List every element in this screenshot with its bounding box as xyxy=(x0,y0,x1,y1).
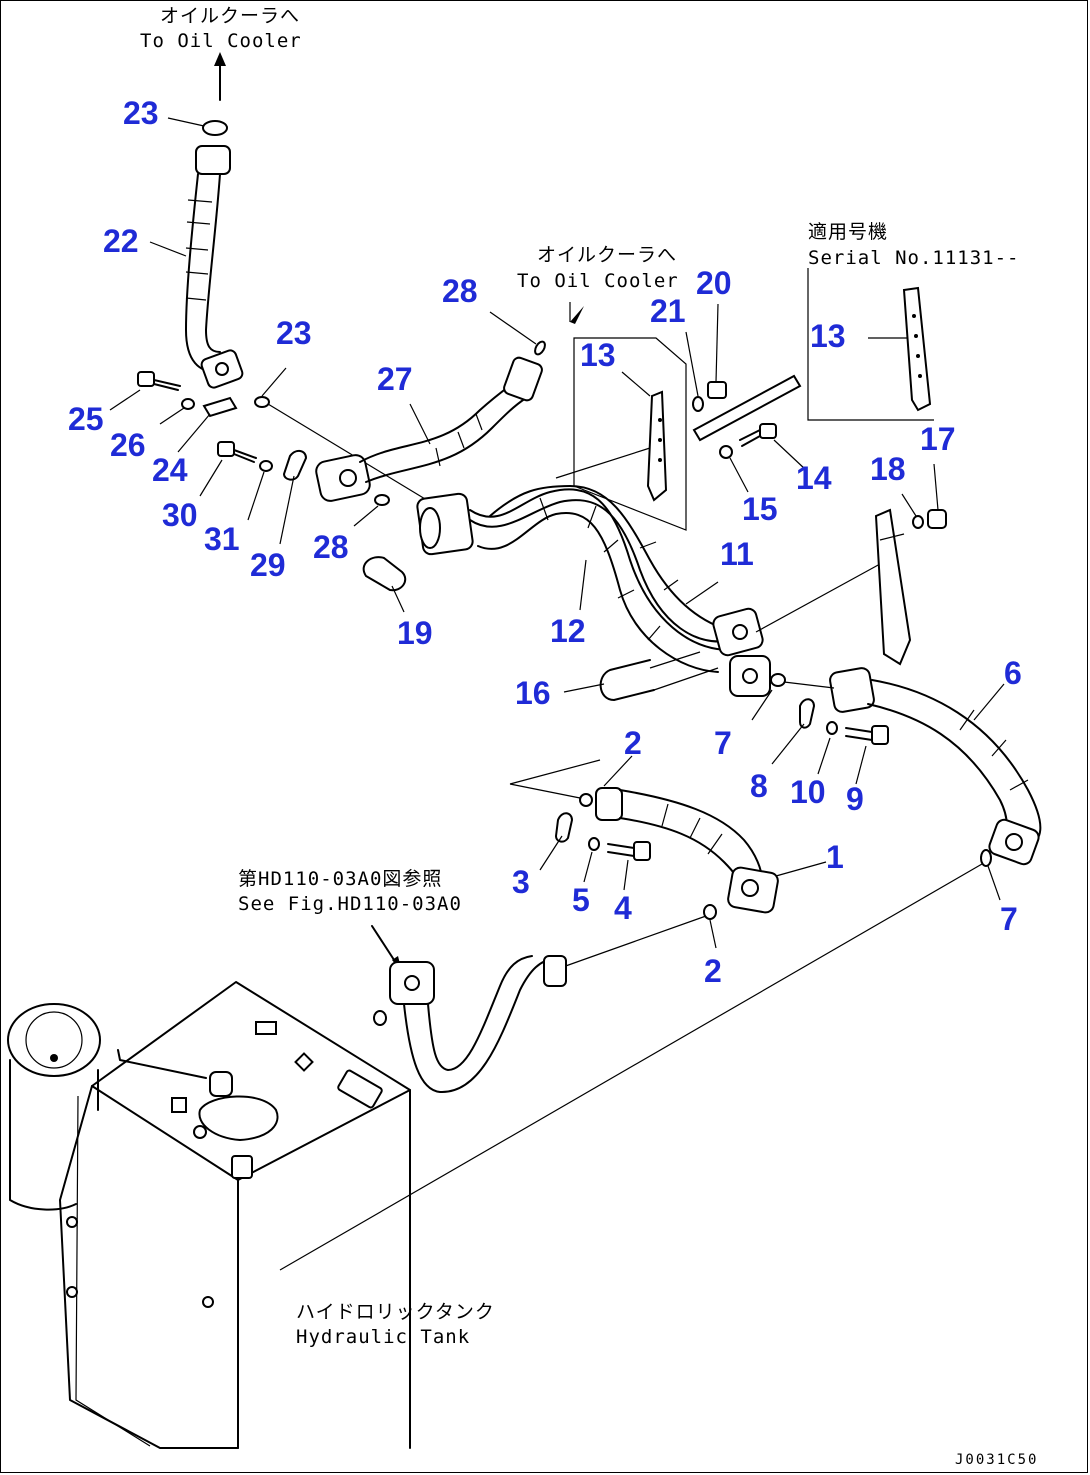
caption-see-fig-en: See Fig.HD110-03A0 xyxy=(238,893,462,915)
drawing-code: J0031C50 xyxy=(955,1452,1038,1468)
hose-1 xyxy=(595,787,779,914)
callout-28-upper: 28 xyxy=(442,273,478,309)
washer-10 xyxy=(826,721,838,735)
clamp-19 xyxy=(362,556,407,592)
serial-box xyxy=(807,268,934,421)
callout-2-upper: 2 xyxy=(624,725,642,761)
callout-25: 25 xyxy=(68,401,104,437)
callout-24: 24 xyxy=(152,452,188,488)
callout-22: 22 xyxy=(103,223,139,259)
bolt-25 xyxy=(137,371,181,391)
leader-11-bracket xyxy=(755,563,881,633)
bracket-13-serial xyxy=(902,286,932,412)
callout-7-lower: 7 xyxy=(1000,901,1018,937)
arrow-to-oil-cooler-top xyxy=(214,52,226,101)
o-ring-2-lower xyxy=(703,904,717,920)
callout-27: 27 xyxy=(377,361,413,397)
callout-26: 26 xyxy=(110,427,146,463)
hose-6 xyxy=(829,667,1042,866)
o-ring-2-upper xyxy=(579,793,593,807)
bracket-13-inset xyxy=(573,337,687,531)
caption-see-fig-jp: 第HD110-03A0図参照 xyxy=(238,868,442,890)
callout-19: 19 xyxy=(397,615,433,651)
callout-13-serial: 13 xyxy=(810,318,846,354)
callout-30: 30 xyxy=(162,497,198,533)
bolt-30 xyxy=(217,441,257,463)
callout-8: 8 xyxy=(750,768,768,804)
callout-18: 18 xyxy=(870,451,906,487)
callout-9: 9 xyxy=(846,781,864,817)
callout-2-lower: 2 xyxy=(704,953,722,989)
callout-10: 10 xyxy=(790,774,826,810)
washer-18 xyxy=(912,515,924,529)
callout-12: 12 xyxy=(550,613,586,649)
split-flange-8 xyxy=(799,698,816,729)
nut-20 xyxy=(707,381,727,399)
callout-17: 17 xyxy=(920,421,956,457)
bar-part xyxy=(692,374,802,442)
nut-17 xyxy=(927,509,947,529)
leader-2-upper xyxy=(509,759,601,785)
o-ring-tank xyxy=(373,1010,387,1026)
callout-31: 31 xyxy=(204,521,240,557)
split-flange-3 xyxy=(554,812,574,843)
arrow-to-oil-cooler-mid xyxy=(570,306,584,324)
callout-5: 5 xyxy=(572,882,590,918)
washer-26 xyxy=(181,398,195,410)
callout-3: 3 xyxy=(512,864,530,900)
callout-20: 20 xyxy=(696,265,732,301)
o-ring-28-upper xyxy=(534,340,546,356)
o-ring-23 xyxy=(254,396,270,408)
bolt-9 xyxy=(845,725,889,745)
bolt-4 xyxy=(607,841,651,861)
hydraulic-tank xyxy=(7,981,411,1449)
washer-5 xyxy=(588,837,600,851)
o-ring-7-lower xyxy=(980,849,992,867)
callout-28-lower: 28 xyxy=(313,529,349,565)
hose-11 xyxy=(489,485,771,697)
callout-16: 16 xyxy=(515,675,551,711)
caption-tank-en: Hydraulic Tank xyxy=(296,1326,470,1348)
callout-23-top: 23 xyxy=(123,95,159,131)
hose-27 xyxy=(315,356,543,502)
caption-serial-en: Serial No.11131-- xyxy=(808,247,1019,269)
callout-23-mid: 23 xyxy=(276,315,312,351)
split-flange-29 xyxy=(282,450,308,481)
caption-serial-jp: 適用号機 xyxy=(808,221,888,243)
suction-pipe xyxy=(371,925,567,1094)
callout-4: 4 xyxy=(614,890,632,926)
caption-oil-cooler-top-en: To Oil Cooler xyxy=(140,30,302,52)
washer-31 xyxy=(259,460,273,472)
bolt-14 xyxy=(739,423,777,447)
bracket-6-support xyxy=(874,508,912,666)
caption-oil-cooler-mid-en: To Oil Cooler xyxy=(517,270,679,292)
o-ring-28-lower xyxy=(374,494,390,506)
callouts: 23 22 25 26 24 30 31 29 28 23 27 28 19 1… xyxy=(68,95,1022,989)
callout-7-upper: 7 xyxy=(714,725,732,761)
callout-21: 21 xyxy=(650,293,686,329)
callout-15: 15 xyxy=(742,491,778,527)
split-flange-24 xyxy=(202,396,238,418)
o-ring-7-upper xyxy=(770,673,786,687)
hose-12 xyxy=(416,488,735,673)
callout-14: 14 xyxy=(796,460,832,496)
callout-6: 6 xyxy=(1004,655,1022,691)
caption-oil-cooler-top-jp: オイルクーラへ xyxy=(160,5,300,27)
u-bolt-16 xyxy=(599,659,655,701)
leader-lines xyxy=(109,117,1005,901)
hose-22 xyxy=(185,120,244,389)
washer-21 xyxy=(692,396,704,412)
callout-11: 11 xyxy=(720,536,754,572)
callout-1: 1 xyxy=(826,839,844,875)
caption-tank-jp: ハイドロリックタンク xyxy=(296,1301,495,1323)
callout-29: 29 xyxy=(250,547,286,583)
callout-13-inset: 13 xyxy=(580,337,616,373)
leader-7-lower xyxy=(279,863,983,1271)
caption-oil-cooler-mid-jp: オイルクーラへ xyxy=(537,244,677,266)
washer-15 xyxy=(719,445,733,459)
